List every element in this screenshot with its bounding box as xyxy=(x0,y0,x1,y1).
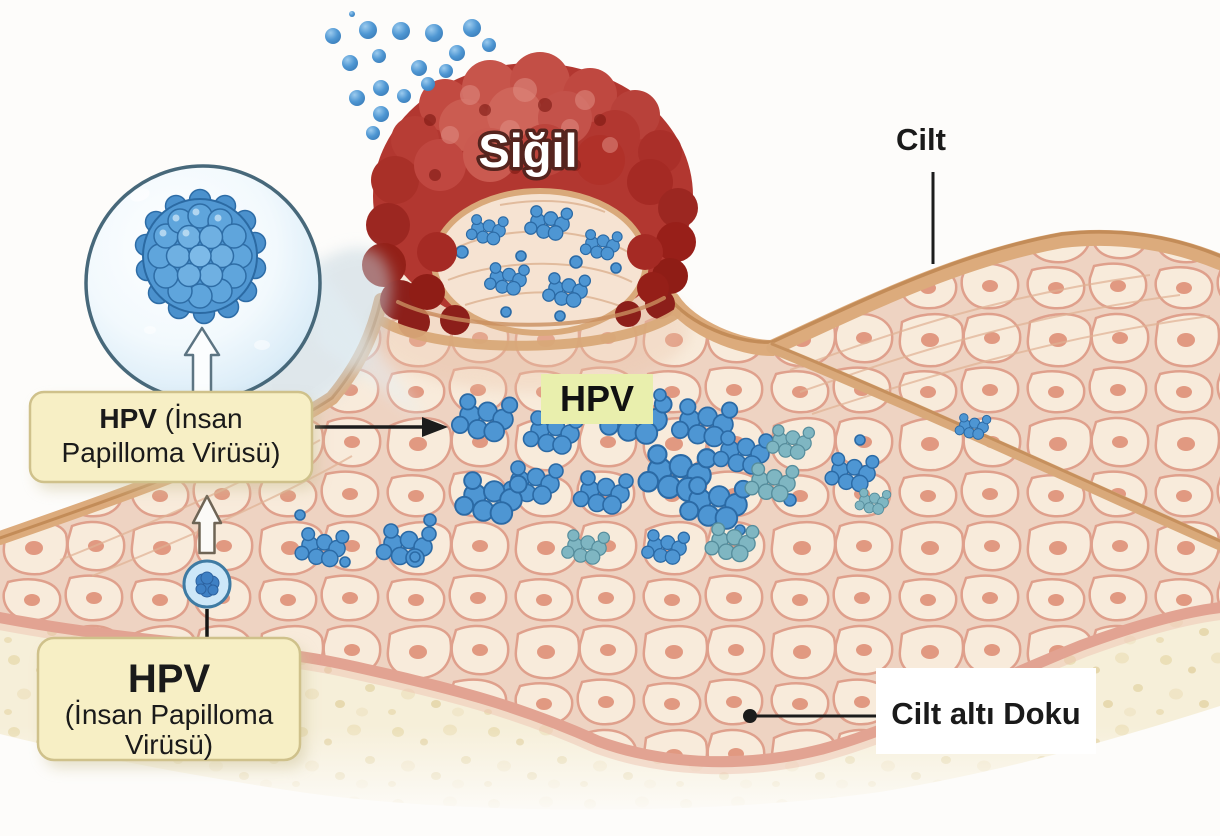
hpv-virion xyxy=(182,559,232,609)
wart-papilla-tissue xyxy=(379,188,681,351)
hpv-callout-bottom-line1: (İnsan Papilloma xyxy=(65,699,274,730)
virus-capsid xyxy=(134,188,267,325)
subcutaneous-pointer-line xyxy=(743,709,878,723)
hpv-callout-left-bold: HPV xyxy=(99,403,157,434)
hpv-chip-label: HPV xyxy=(560,378,634,419)
subcutaneous-label: Cilt altı Doku xyxy=(891,696,1080,731)
skin-label: Cilt xyxy=(896,122,946,157)
svg-text:HPV (İnsan: HPV (İnsan xyxy=(99,403,242,434)
hpv-callout-left-rest: (İnsan xyxy=(157,403,243,434)
hpv-callout-bottom: HPV (İnsan Papilloma Virüsü) xyxy=(36,636,306,768)
virus-spray-particles xyxy=(325,11,496,140)
wart-label: Siğil xyxy=(478,124,577,177)
virus-clusters xyxy=(294,388,992,568)
magnifier-circle xyxy=(84,164,430,425)
magnifier-beam xyxy=(298,235,430,425)
hpv-callout-left: HPV (İnsan Papilloma Virüsü) xyxy=(28,390,318,490)
hpv-tissue-chip: HPV xyxy=(541,374,653,424)
arrow-right-icon xyxy=(315,417,448,437)
subcutaneous-callout: Cilt altı Doku xyxy=(876,668,1096,754)
hpv-callout-bottom-bold: HPV xyxy=(128,657,211,701)
arrow-up-icon xyxy=(191,494,223,555)
hpv-callout-bottom-line2: Virüsü) xyxy=(125,729,213,760)
hpv-callout-left-line2: Papilloma Virüsü) xyxy=(62,437,281,468)
